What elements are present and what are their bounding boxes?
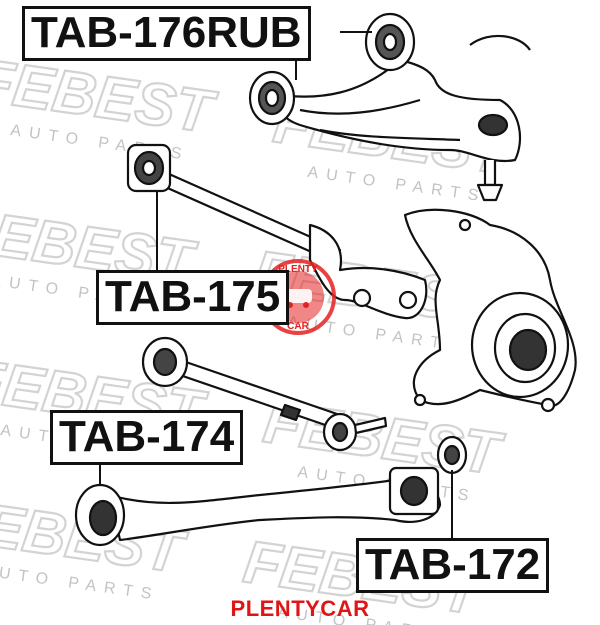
svg-text:PLENTY: PLENTY (278, 264, 318, 275)
part-label-tab-172: TAB-172 (356, 538, 550, 593)
lower-arm-172 (74, 435, 468, 547)
lateral-link-175 (126, 143, 428, 320)
footer-brand: PLENTYCAR (230, 596, 370, 621)
steering-knuckle (403, 208, 577, 413)
svg-text:CAR: CAR (287, 321, 309, 332)
part-label-tab-175: TAB-175 (96, 270, 290, 325)
link-174 (141, 336, 388, 452)
part-label-tab-174: TAB-174 (50, 410, 244, 465)
upper-control-arm (248, 12, 531, 202)
part-label-tab-176rub: TAB-176RUB (22, 6, 311, 61)
